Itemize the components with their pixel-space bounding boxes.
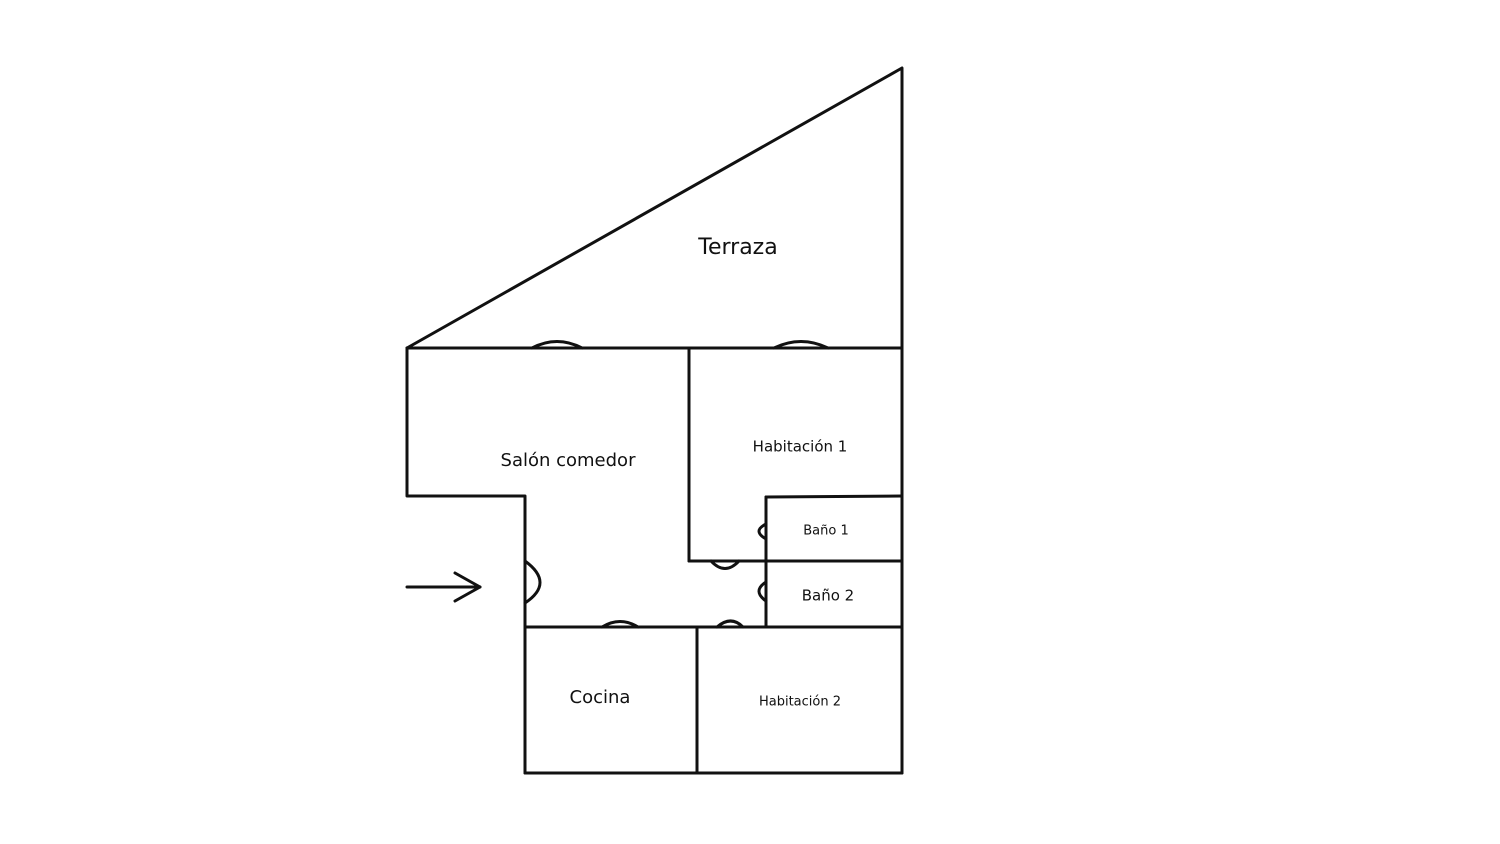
label-bedroom-2: Habitación 2 xyxy=(759,695,841,710)
living-room-outline xyxy=(405,346,527,775)
entrance-arrow-icon xyxy=(405,571,482,603)
doors xyxy=(523,340,830,629)
door-bedroom-1 xyxy=(709,559,741,570)
door-bathroom-1 xyxy=(757,522,768,541)
label-bedroom-1: Habitación 1 xyxy=(753,438,848,456)
door-bathroom-2 xyxy=(757,580,768,603)
label-kitchen: Cocina xyxy=(570,687,631,708)
door-bedroom-2 xyxy=(715,619,745,629)
terrace-outline xyxy=(405,66,904,350)
room-labels: Terraza Salón comedor Habitación 1 Baño … xyxy=(501,235,855,710)
bathroom-1-top-wall xyxy=(764,494,904,499)
door-terrace-living xyxy=(530,340,584,350)
walls xyxy=(405,66,904,775)
label-bathroom-2: Baño 2 xyxy=(802,587,854,605)
door-entrance xyxy=(523,559,542,605)
door-kitchen xyxy=(600,620,640,629)
door-terrace-bedroom-1 xyxy=(772,340,830,350)
label-living-dining: Salón comedor xyxy=(501,450,637,471)
label-terrace: Terraza xyxy=(697,235,777,260)
label-bathroom-1: Baño 1 xyxy=(803,524,848,539)
